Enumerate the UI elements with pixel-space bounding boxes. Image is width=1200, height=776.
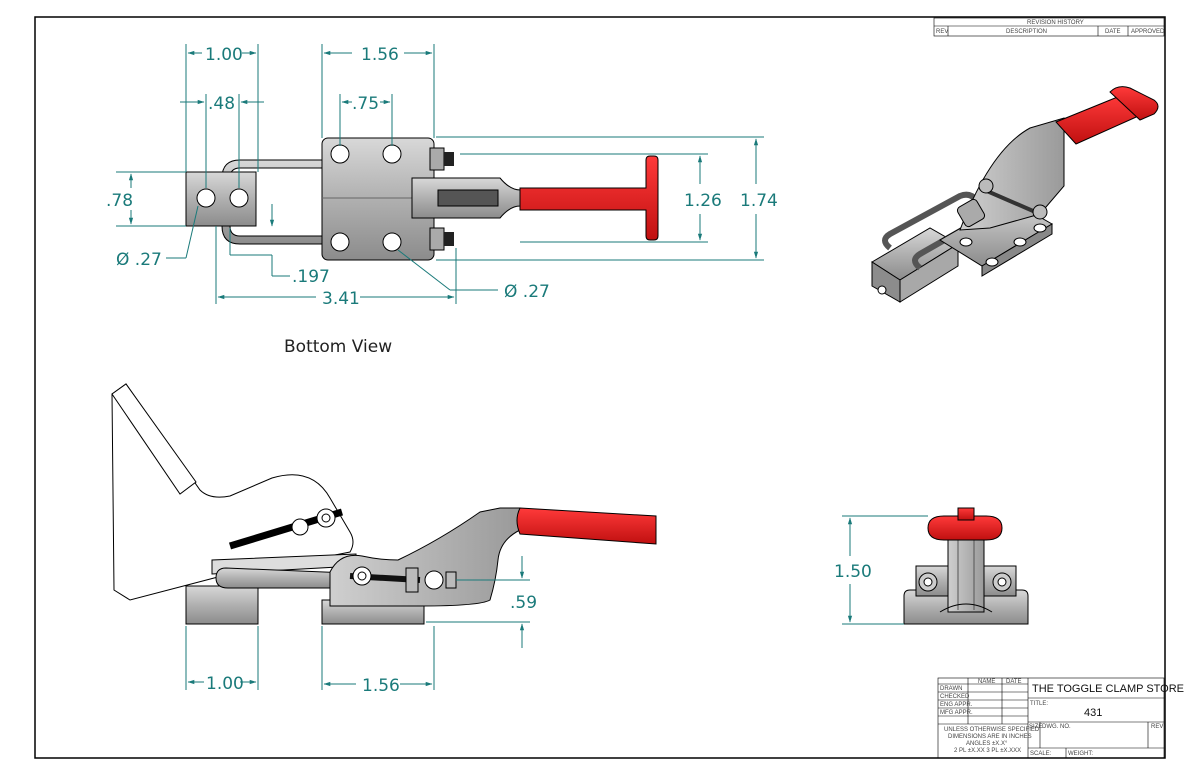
dim-overall-length: 3.41 (322, 289, 360, 309)
front-view-dimensions (842, 515, 928, 625)
revision-title: REVISION HISTORY (1027, 20, 1084, 26)
sheet-border (34, 16, 1166, 759)
title-block-text: NAME DATE DRAWN CHECKED ENG APPR. MFG AP… (940, 679, 1184, 757)
dim-hole-spacing: .75 (352, 94, 379, 114)
side-view-dimensions (185, 556, 530, 690)
weight-label: WEIGHT: (1068, 751, 1093, 757)
side-view (111, 383, 657, 625)
dim-left-hole-dia: Ø .27 (116, 250, 162, 270)
title-row-checked: CHECKED (940, 694, 970, 700)
title-row-drawn: DRAWN (940, 686, 962, 692)
side-view-dim-text: 1.00 1.56 .59 (206, 593, 537, 696)
dwg-label: DWG. NO. (1042, 724, 1071, 730)
dim-top-width-left: 1.00 (205, 45, 243, 65)
title-row-eng: ENG APPR. (940, 702, 973, 708)
revision-block-text: REVISION HISTORY REV DESCRIPTION DATE AP… (936, 20, 1165, 35)
title-value: 431 (1084, 707, 1102, 719)
title-row-mfg: MFG APPR. (940, 710, 973, 716)
dim-top-width-right: 1.56 (361, 45, 399, 65)
dim-inner-height: 1.26 (684, 191, 722, 211)
title-label: TITLE: (1030, 701, 1048, 707)
bottom-view (185, 137, 659, 261)
dim-side-width-right: 1.56 (362, 676, 400, 696)
title-note-3: ANGLES ±X.X° (966, 741, 1008, 747)
dim-right-hole-dia: Ø .27 (504, 282, 550, 302)
isometric-view (871, 86, 1159, 303)
size-label: SIZE (1029, 724, 1042, 730)
dim-side-width-left: 1.00 (206, 674, 244, 694)
revision-col-approved: APPROVED (1131, 29, 1165, 35)
title-block (937, 677, 1165, 759)
front-view (903, 507, 1029, 625)
dim-front-height: 1.50 (834, 562, 872, 582)
revision-col-description: DESCRIPTION (1006, 29, 1047, 35)
title-note-1: UNLESS OTHERWISE SPECIFIED (944, 727, 1040, 733)
revision-col-rev: REV (936, 29, 948, 35)
company-name: THE TOGGLE CLAMP STORE (1032, 683, 1184, 695)
revision-block (933, 17, 1165, 37)
revision-col-date: DATE (1105, 29, 1121, 35)
view-label: Bottom View (284, 337, 392, 357)
title-col-name: NAME (978, 679, 995, 685)
scale-label: SCALE: (1030, 751, 1052, 757)
dim-offset: .197 (292, 267, 330, 287)
dim-side-height: .59 (510, 593, 537, 613)
bottom-view-dimensions (116, 44, 764, 304)
title-col-date: DATE (1006, 679, 1022, 685)
bottom-view-dim-text: 1.00 .48 1.56 .75 .78 Ø .27 .197 3.41 Ø … (106, 45, 778, 309)
title-note-4: 2 PL ±X.XX 3 PL ±X.XXX (954, 748, 1021, 754)
dim-left-height: .78 (106, 191, 133, 211)
rev-label: REV (1151, 724, 1163, 730)
dim-top-width-mid: .48 (208, 94, 235, 114)
dim-outer-height: 1.74 (740, 191, 778, 211)
title-note-2: DIMENSIONS ARE IN INCHES (948, 734, 1032, 740)
